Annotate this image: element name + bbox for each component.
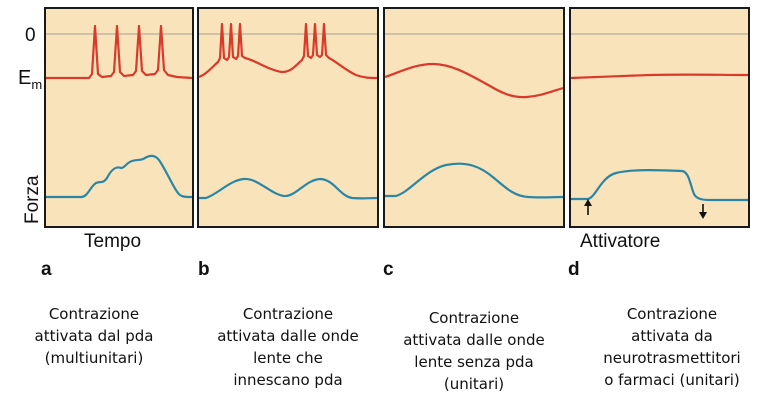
panel-c-membrane-potential-trace	[384, 62, 564, 99]
panel-c-frame	[383, 7, 565, 228]
panel-d-membrane-potential-trace	[570, 73, 749, 80]
panel-a-letter: a	[41, 259, 52, 280]
zero-label: 0	[25, 25, 36, 46]
panel-a-xlabel: Tempo	[84, 231, 141, 252]
panel-a-force-trace	[46, 154, 193, 199]
panel-d-xlabel: Attivatore	[580, 231, 660, 252]
force-label: Forza	[22, 175, 43, 224]
panel-b: b	[197, 7, 379, 280]
panel-b-force-trace	[199, 177, 378, 200]
panel-a-caption: Contrazione attivata dal pda (multiunita…	[34, 305, 154, 367]
panel-c-caption: Contrazione attivata dalle onde lente se…	[403, 309, 545, 393]
panel-d-caption: Contrazione attivata da neurotrasmettito…	[603, 305, 741, 389]
panel-b-membrane-potential-trace	[198, 22, 378, 80]
panel-b-frame	[197, 7, 379, 228]
panel-d-force-trace	[571, 169, 748, 202]
panel-a-membrane-potential-trace	[46, 24, 193, 80]
em-label: Em	[18, 67, 42, 92]
em-label-subscript: m	[31, 77, 42, 92]
em-label-main: E	[18, 67, 31, 89]
panel-b-letter: b	[198, 259, 210, 280]
panel-c: c	[383, 7, 565, 280]
panel-c-force-trace	[385, 162, 564, 199]
panel-c-letter: c	[383, 259, 394, 280]
panel-d-frame	[569, 7, 750, 228]
panel-a: Tempo a	[41, 7, 194, 280]
panel-d-letter: d	[568, 259, 580, 280]
panel-d: Attivatore d	[568, 7, 750, 280]
panel-b-caption: Contrazione attivata dalle onde lente ch…	[217, 305, 359, 389]
activator-start-arrow-icon	[584, 199, 592, 215]
activator-end-arrow-icon	[699, 204, 707, 219]
